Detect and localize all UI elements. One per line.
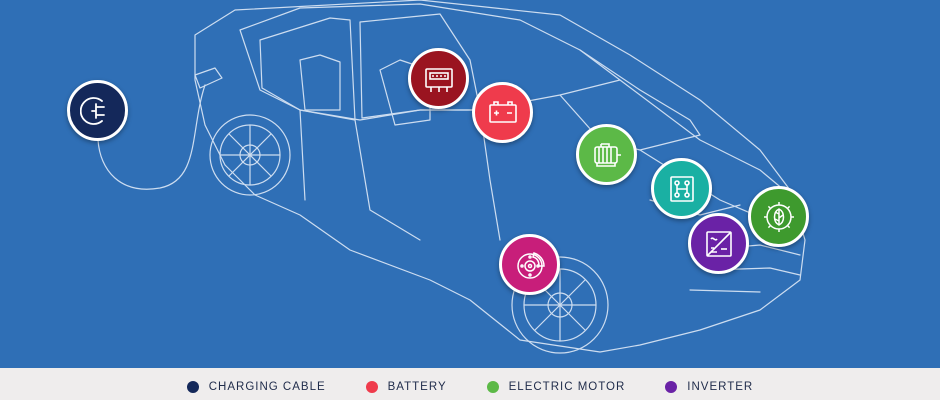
legend-label: BATTERY (387, 381, 447, 393)
legend-dot-charging-cable (186, 381, 199, 393)
inverter-badge (688, 213, 749, 274)
inverter-icon (705, 230, 732, 257)
legend: CHARGING CABLE BATTERY ELECTRIC MOTOR IN… (0, 368, 940, 400)
legend-item-battery: BATTERY (365, 381, 447, 393)
legend-item-inverter: INVERTER (665, 381, 753, 393)
electric-motor-badge (576, 124, 637, 185)
meter-icon (424, 67, 453, 92)
motor-icon (593, 142, 621, 167)
battery-icon (488, 100, 517, 123)
legend-dot-battery (365, 381, 378, 393)
legend-label: INVERTER (687, 381, 754, 393)
brakes-badge (499, 234, 560, 295)
legend-item-electric-motor: ELECTRIC MOTOR (486, 381, 626, 393)
brake-disc-icon (516, 251, 545, 279)
gear-leaf-icon (763, 201, 794, 232)
car-wireframe-illustration (97, 0, 806, 354)
battery-badge (472, 82, 533, 143)
plug-icon (79, 96, 105, 125)
transmission-badge (651, 158, 712, 219)
thermal-system-badge (748, 186, 809, 247)
legend-dot-electric-motor (486, 381, 499, 393)
legend-label: ELECTRIC MOTOR (508, 381, 626, 393)
gearbox-icon (669, 175, 694, 202)
controller-badge (408, 48, 469, 109)
legend-dot-inverter (665, 381, 678, 393)
charging-cable-badge (67, 80, 128, 141)
legend-item-charging-cable: CHARGING CABLE (186, 381, 326, 393)
legend-label: CHARGING CABLE (208, 381, 326, 393)
